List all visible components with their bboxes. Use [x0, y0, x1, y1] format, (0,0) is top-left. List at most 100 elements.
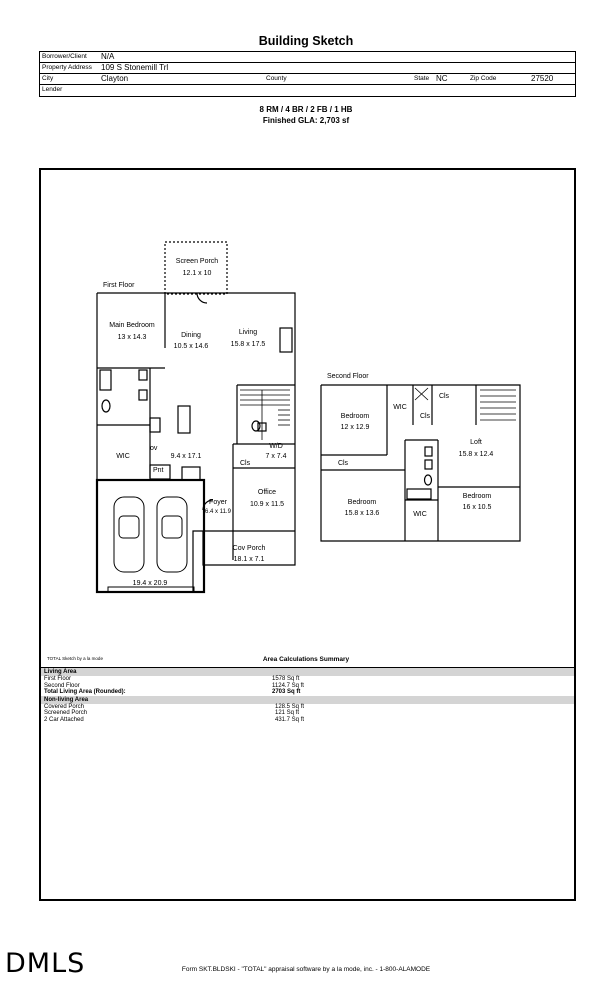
fireplace	[279, 327, 293, 353]
office-dim: 10.9 x 11.5	[250, 501, 284, 508]
borrower-label: Borrower/Client	[42, 53, 87, 60]
screen-porch-outline	[164, 241, 228, 295]
calc-label: First Floor	[44, 676, 71, 682]
calc-value: 1578 Sq ft	[272, 676, 300, 682]
sink-icon	[257, 422, 267, 432]
lender-label: Lender	[42, 86, 63, 93]
bedroom4-dim: 16 x 10.5	[463, 504, 492, 511]
calc-row-covered-porch: Covered Porch 128.5 Sq ft	[41, 704, 574, 711]
sink-icon	[138, 369, 148, 381]
wic3-label: WIC	[413, 511, 427, 518]
address-label: Property Address	[42, 64, 92, 71]
first-floor-label: First Floor	[103, 282, 135, 289]
garage-dim: 19.4 x 20.9	[133, 580, 168, 587]
car-icon	[156, 496, 188, 573]
calc-label: Covered Porch	[44, 703, 85, 710]
closet-label: Cls	[240, 460, 251, 467]
second-floor-walls	[320, 384, 521, 542]
dining-dim: 10.5 x 14.6	[174, 343, 209, 350]
calc-row-second-floor: Second Floor 1124.7 Sq ft	[41, 683, 574, 690]
bedroom2-label: Bedroom	[341, 413, 370, 420]
zip-value: 27520	[531, 74, 554, 83]
calc-value: 128.5 Sq ft	[275, 703, 305, 710]
page-title: Building Sketch	[258, 34, 354, 48]
kitchen-dim: 9.4 x 17.1	[171, 453, 202, 460]
oven-label: ov	[150, 445, 158, 452]
sink-icon	[424, 446, 433, 457]
cov-porch-label: Cov Porch	[233, 545, 266, 552]
calc-label: Screened Porch	[44, 710, 88, 716]
living-label: Living	[239, 329, 257, 336]
finished-gla: Finished GLA: 2,703 sf	[262, 116, 350, 125]
sink-icon	[424, 459, 433, 470]
state-label: State	[414, 75, 430, 82]
stairs-first	[240, 389, 290, 440]
dmls-logo: DMLS	[5, 948, 86, 979]
main-bedroom-label: Main Bedroom	[109, 322, 155, 329]
foyer-label: Foyer	[209, 499, 228, 506]
living-area-header: Living Area	[41, 668, 574, 676]
garage-door	[107, 586, 195, 593]
calc-row-total: Total Living Area (Rounded): 2703 Sq ft	[41, 689, 574, 696]
tub-icon	[406, 488, 432, 500]
form-footer: Form SKT.BLDSKI - "TOTAL" appraisal soft…	[181, 966, 431, 973]
calc-value: 431.7 Sq ft	[275, 716, 305, 723]
loft-label: Loft	[470, 439, 482, 446]
car-windshield	[161, 515, 183, 539]
laundry-dim: 7 x 7.4	[265, 453, 286, 460]
header-info-table: Borrower/Client N/A Property Address 109…	[39, 51, 576, 97]
borrower-value: N/A	[101, 52, 115, 61]
closet2-label: Cls	[420, 413, 431, 420]
bedroom4-label: Bedroom	[463, 493, 492, 500]
toilet-icon	[423, 474, 433, 486]
laundry-label: W/D	[269, 443, 283, 450]
bedroom3-dim: 15.8 x 13.6	[345, 510, 380, 517]
door-swing	[202, 499, 214, 511]
second-floor-outline	[320, 384, 521, 542]
toilet-icon	[101, 399, 111, 413]
dining-label: Dining	[181, 332, 201, 339]
car-icon	[113, 496, 145, 573]
first-floor-walls	[95, 241, 296, 594]
city-label: City	[42, 75, 54, 82]
closet4-label: Cls	[338, 460, 349, 467]
calc-label: 2 Car Attached	[44, 716, 84, 723]
fridge-icon	[181, 466, 201, 481]
area-calc-table: Living Area First Floor 1578 Sq ft Secon…	[41, 668, 574, 723]
bedroom2-dim: 12 x 12.9	[341, 424, 370, 431]
lender-row: Lender	[40, 85, 575, 96]
calc-label: Total Living Area (Rounded):	[44, 689, 126, 695]
address-value: 109 S Stonemill Trl	[101, 63, 169, 72]
county-label: County	[266, 75, 287, 82]
city-row: City Clayton County State NC Zip Code 27…	[40, 74, 575, 85]
garage-outline	[95, 478, 206, 594]
screen-porch-label: Screen Porch	[176, 258, 219, 265]
bedroom3-label: Bedroom	[348, 499, 377, 506]
pantry-box	[149, 464, 171, 480]
range-icon	[149, 417, 161, 433]
toilet-icon	[251, 420, 261, 432]
borrower-row: Borrower/Client N/A	[40, 52, 575, 63]
calc-row-screened-porch: Screened Porch 121 Sq ft	[41, 710, 574, 717]
closet3-label: Cls	[439, 393, 450, 400]
sink-icon	[138, 389, 148, 401]
wic-label: WIC	[116, 453, 130, 460]
address-row: Property Address 109 S Stonemill Trl	[40, 63, 575, 74]
bathroom-fixture	[99, 369, 112, 391]
second-floor-label: Second Floor	[327, 373, 369, 380]
living-dim: 15.8 x 17.5	[231, 341, 266, 348]
state-value: NC	[436, 74, 448, 83]
room-count: 8 RM / 4 BR / 2 FB / 1 HB	[259, 105, 353, 114]
calc-row-first-floor: First Floor 1578 Sq ft	[41, 676, 574, 683]
sketch-credit: TOTAL Sketch by a la mode	[47, 656, 103, 661]
calc-row-garage: 2 Car Attached 431.7 Sq ft	[41, 717, 574, 724]
wic2-label: WIC	[393, 404, 407, 411]
door-swing	[196, 292, 208, 304]
closet-x	[414, 387, 429, 401]
calc-value: 1124.7 Sq ft	[272, 682, 304, 689]
stairs-second	[480, 389, 516, 421]
garage-cars	[107, 496, 195, 593]
cov-porch-dim: 18.1 x 7.1	[234, 556, 265, 563]
calc-value: 2703 Sq ft	[272, 689, 301, 695]
